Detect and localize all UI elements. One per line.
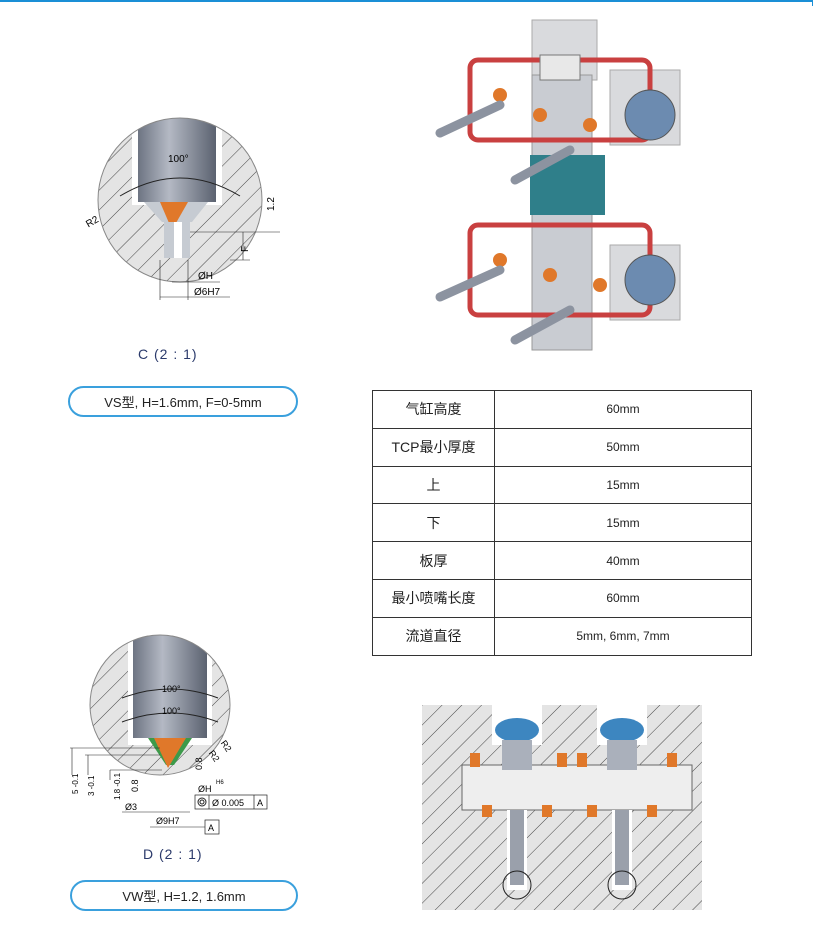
angle-label: 100° (168, 154, 189, 165)
tolerance-h6: H6 (216, 780, 224, 786)
dia-h-label: ØH (198, 784, 212, 794)
top-border-corner (812, 0, 813, 6)
row-value: 40mm (494, 541, 752, 580)
row-value: 60mm (494, 390, 752, 429)
row-value: 60mm (494, 578, 752, 618)
dim-5: 5 -0.1 (71, 773, 80, 794)
detail-d-caption: D (2 : 1) (143, 846, 203, 862)
detail-c-spec: VS型, H=1.6mm, F=0-5mm (68, 386, 298, 417)
detail-c-caption: C (2 : 1) (138, 346, 198, 362)
detail-c-drawing: 100° R2 1.2 F ØH Ø6H7 (84, 117, 280, 300)
angle-label-1: 100° (162, 684, 181, 694)
dim-1-2: 1.2 (266, 197, 277, 211)
angle-label-2: 100° (162, 706, 181, 716)
top-border (0, 0, 812, 2)
radius-label: R2 (84, 214, 101, 230)
row-label: TCP最小厚度 (372, 427, 495, 467)
dia-9h7-label: Ø9H7 (156, 816, 180, 826)
dim-3: 3 -0.1 (87, 775, 96, 796)
row-label: 最小喷嘴长度 (372, 578, 495, 618)
dim-1-8: 1.8 -0.1 (113, 772, 122, 800)
row-value: 5mm, 6mm, 7mm (494, 616, 752, 656)
concentricity-tolerance: Ø 0.005 (212, 798, 244, 808)
row-label: 上 (372, 465, 495, 505)
dia-h-label: ØH (198, 271, 213, 282)
row-value: 15mm (494, 465, 752, 505)
detail-d-spec: VW型, H=1.2, 1.6mm (70, 880, 298, 911)
dia-6h7-label: Ø6H7 (194, 287, 221, 298)
radius-label-1: R2 (219, 738, 234, 753)
row-label: 流道直径 (372, 616, 495, 656)
datum-a: A (208, 823, 214, 833)
dim-0-8-b: 0.8 (130, 779, 140, 792)
detail-d-drawing: 100° 100° R2 R2 0.8 0.8 5 -0.1 3 -0.1 1.… (70, 634, 268, 835)
dim-f: F (240, 246, 251, 252)
row-value: 15mm (494, 503, 752, 543)
row-label: 气缸高度 (372, 390, 495, 429)
row-value: 50mm (494, 427, 752, 467)
row-label: 下 (372, 503, 495, 543)
datum-ref: A (257, 798, 263, 808)
hot-runner-assembly-image (435, 19, 681, 351)
dim-0-8-a: 0.8 (194, 757, 204, 770)
row-label: 板厚 (372, 541, 495, 580)
dia-3-label: Ø3 (125, 802, 137, 812)
hot-runner-section-image (422, 705, 702, 910)
